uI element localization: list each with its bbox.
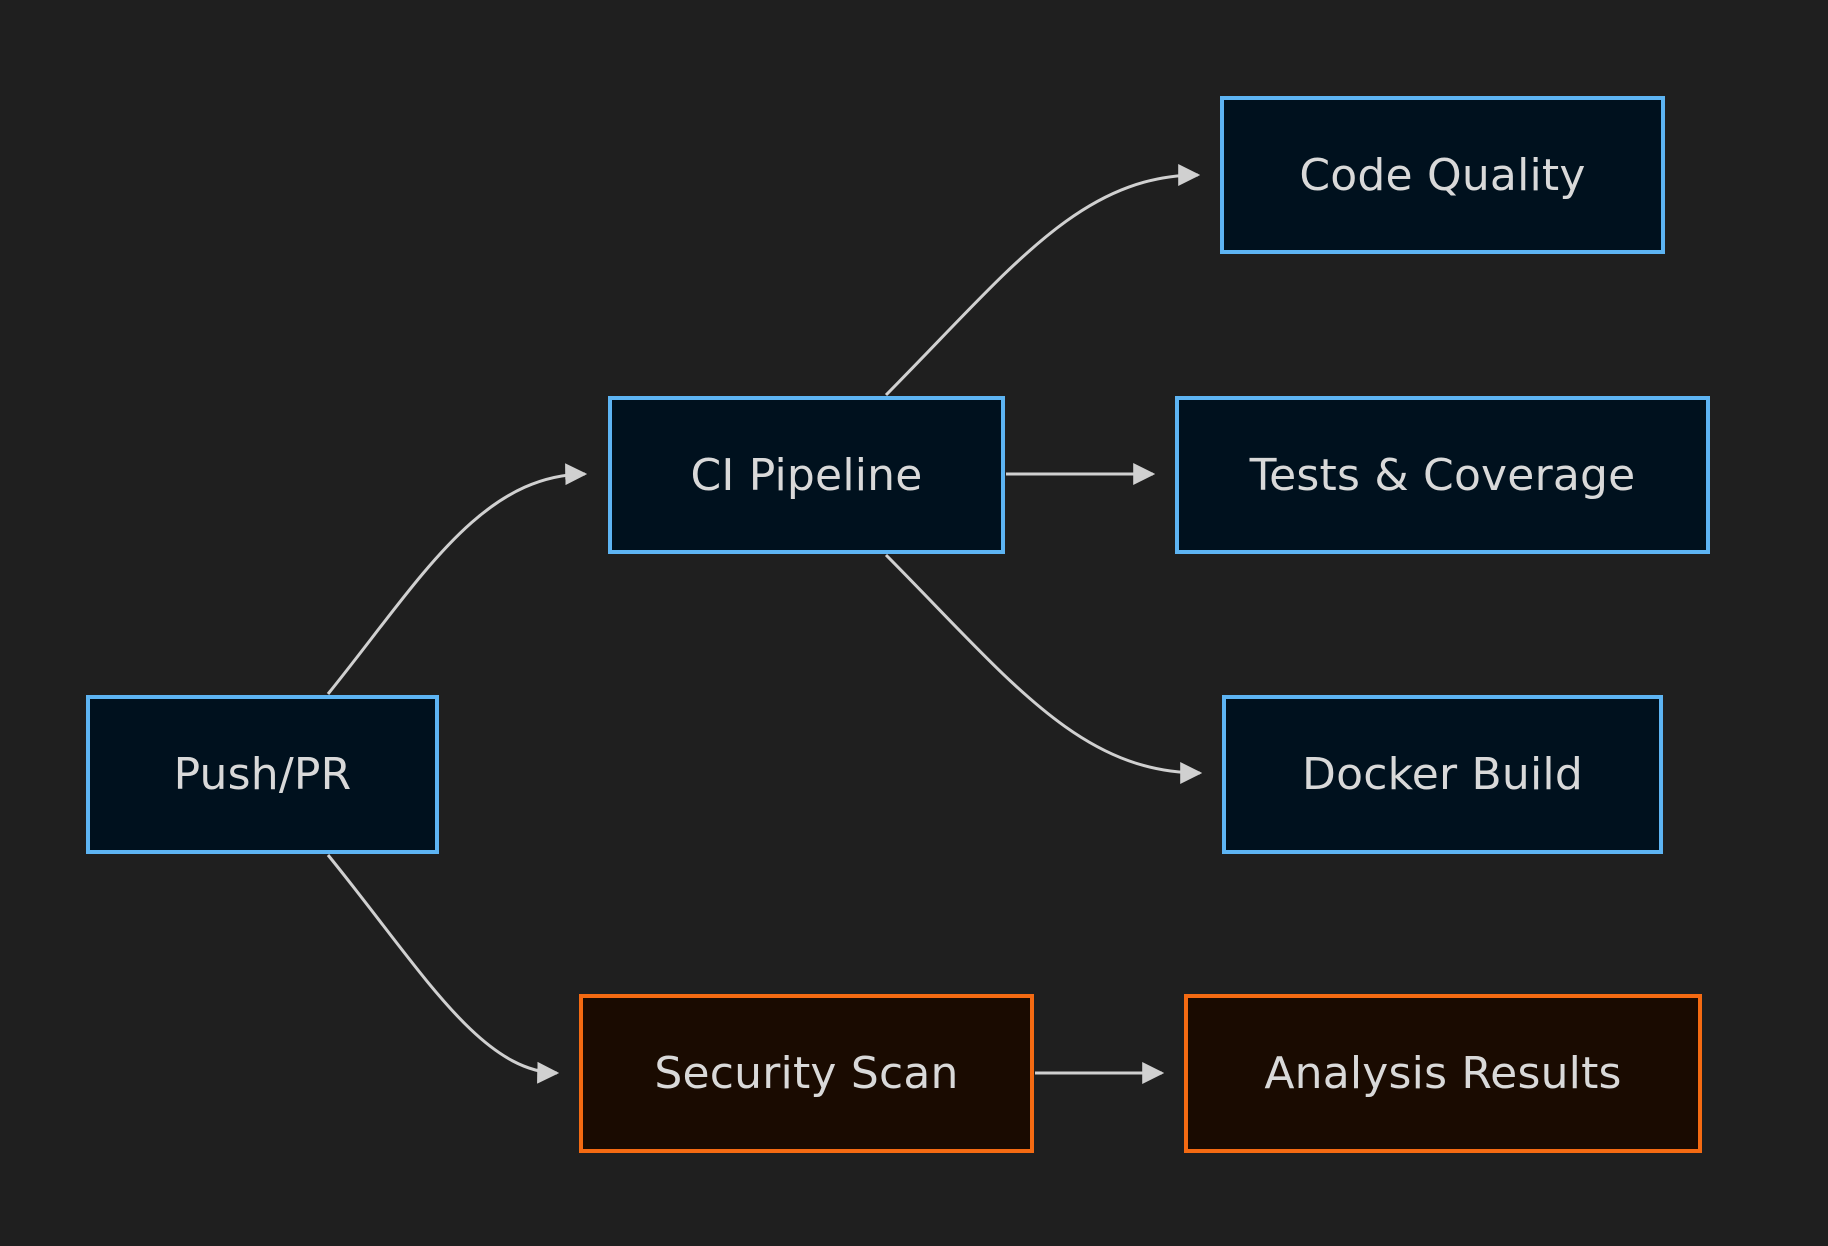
node-push-pr: Push/PR xyxy=(86,695,439,854)
node-tests-coverage-label: Tests & Coverage xyxy=(1249,449,1636,501)
edge-ci-to-code-quality xyxy=(884,164,1201,397)
node-code-quality-label: Code Quality xyxy=(1299,149,1586,201)
node-analysis-results: Analysis Results xyxy=(1184,994,1702,1153)
edge-push-to-security xyxy=(326,854,560,1084)
node-docker-build-label: Docker Build xyxy=(1302,749,1583,800)
node-ci-pipeline-label: CI Pipeline xyxy=(690,449,923,501)
node-push-pr-label: Push/PR xyxy=(173,749,352,800)
node-docker-build: Docker Build xyxy=(1222,695,1663,854)
node-security-scan-label: Security Scan xyxy=(654,1048,959,1099)
edge-ci-to-docker xyxy=(884,553,1203,784)
node-security-scan: Security Scan xyxy=(579,994,1034,1153)
node-tests-coverage: Tests & Coverage xyxy=(1175,396,1710,554)
edge-push-to-ci xyxy=(326,463,588,695)
node-analysis-results-label: Analysis Results xyxy=(1264,1048,1622,1099)
node-code-quality: Code Quality xyxy=(1220,96,1665,254)
node-ci-pipeline: CI Pipeline xyxy=(608,396,1005,554)
